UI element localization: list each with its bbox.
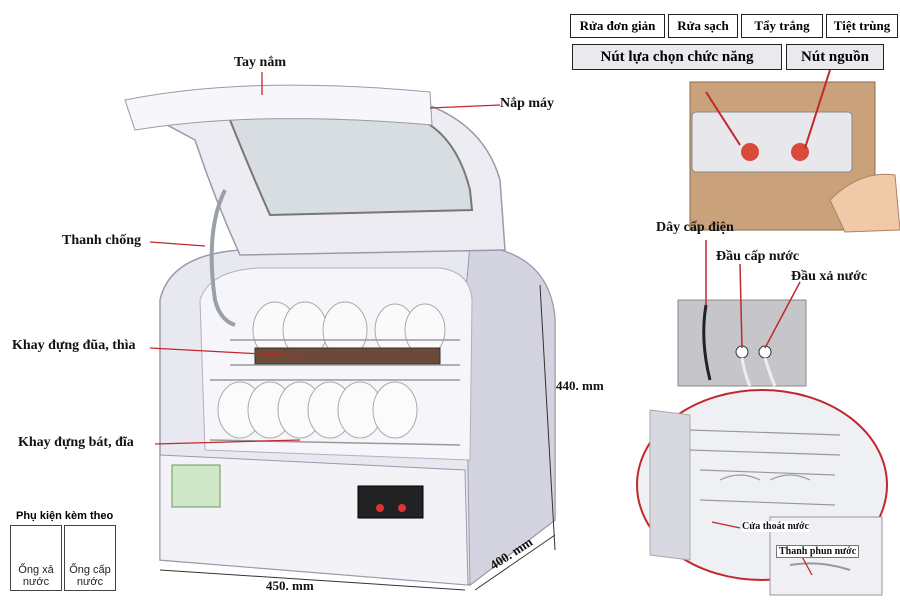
accessory-drain-hose: Ống xả nước [10,525,62,591]
accessory-inlet-hose-label: Ống cấp nước [69,564,111,588]
label-drain-door: Cửa thoát nước [742,521,809,532]
label-lid: Nắp máy [500,96,555,111]
mode-simple-wash: Rửa đơn giản [570,14,665,38]
dimension-lines [159,284,556,591]
label-cutlery-tray: Khay đựng đũa, thìa [12,338,136,353]
accessories-title: Phụ kiện kèm theo [16,510,114,522]
label-spray-arm: Thanh phun nước [776,545,860,558]
accessory-drain-hose-label: Ống xả nước [18,564,54,588]
dishwasher-illustration [124,84,556,586]
interior-closeup [636,389,888,596]
callout-lines [149,72,501,445]
label-power-button: Nút nguồn [786,44,884,70]
label-power-cord: Dây cấp điện [656,220,734,235]
mode-bleach: Tẩy trắng [741,14,823,38]
accessory-inlet-hose: Ống cấp nước [64,525,116,591]
label-dish-tray: Khay đựng bát, đĩa [18,435,134,450]
label-function-button: Nút lựa chọn chức năng [572,44,782,70]
dimension-height: 440. mm [556,378,604,393]
mode-sterilize: Tiệt trùng [826,14,898,38]
control-panel-closeup [689,69,900,233]
dimension-width: 450. mm [266,578,314,593]
back-connection-closeup [677,240,807,387]
label-water-outlet: Đầu xả nước [791,269,868,284]
label-support-bar: Thanh chống [62,233,141,248]
mode-clean-wash: Rửa sạch [668,14,738,38]
label-water-inlet: Đầu cấp nước [716,249,800,264]
label-handle: Tay nắm [234,55,287,70]
